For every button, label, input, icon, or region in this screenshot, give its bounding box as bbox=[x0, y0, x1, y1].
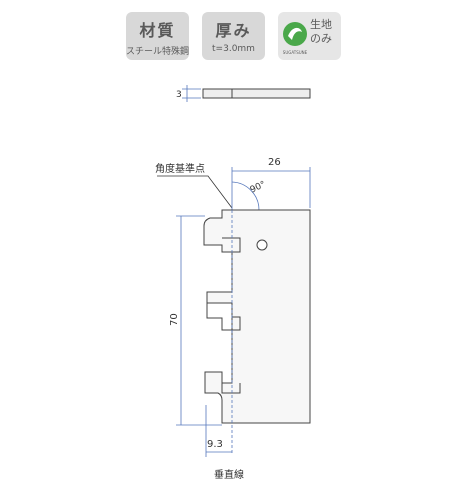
material-title: 材質 bbox=[139, 21, 176, 40]
height-dimension-label: 70 bbox=[169, 313, 180, 326]
finish-badge: SUGATSUNE 生地 のみ bbox=[278, 12, 341, 60]
angle-label: 90° bbox=[249, 180, 268, 196]
material-badge: 材質 スチール特殊鋼 bbox=[126, 12, 189, 60]
finish-label: 生地 のみ bbox=[310, 18, 332, 46]
vertical-line-label: 垂直線 bbox=[214, 468, 244, 481]
finish-logo-text: SUGATSUNE bbox=[283, 50, 308, 55]
finish-logo-icon: SUGATSUNE bbox=[283, 22, 308, 55]
mounting-hole bbox=[256, 239, 268, 251]
finish-label-line1: 生地 bbox=[310, 18, 332, 31]
width-dimension-label: 26 bbox=[268, 157, 281, 168]
side-view: 3 bbox=[176, 85, 311, 102]
material-subtitle: スチール特殊鋼 bbox=[126, 47, 190, 57]
plate-outline bbox=[203, 209, 311, 424]
slot-middle bbox=[206, 303, 241, 331]
slot-lower bbox=[221, 383, 241, 394]
offset-dimension-label: 9.3 bbox=[207, 439, 223, 450]
thickness-title: 厚み bbox=[215, 21, 252, 40]
angle-reference-leader bbox=[157, 175, 233, 209]
front-view: 角度基準点 26 90° 70 9.3 垂直線 bbox=[155, 157, 311, 481]
thickness-dimension-label: 3 bbox=[176, 90, 182, 100]
side-view-plate bbox=[202, 88, 311, 99]
finish-label-line2: のみ bbox=[310, 32, 332, 45]
thickness-subtitle: t=3.0mm bbox=[212, 44, 255, 54]
angle-reference-label: 角度基準点 bbox=[155, 162, 205, 175]
slot-upper bbox=[222, 237, 241, 253]
angle-arc bbox=[231, 181, 260, 211]
thickness-badge: 厚み t=3.0mm bbox=[202, 12, 265, 60]
